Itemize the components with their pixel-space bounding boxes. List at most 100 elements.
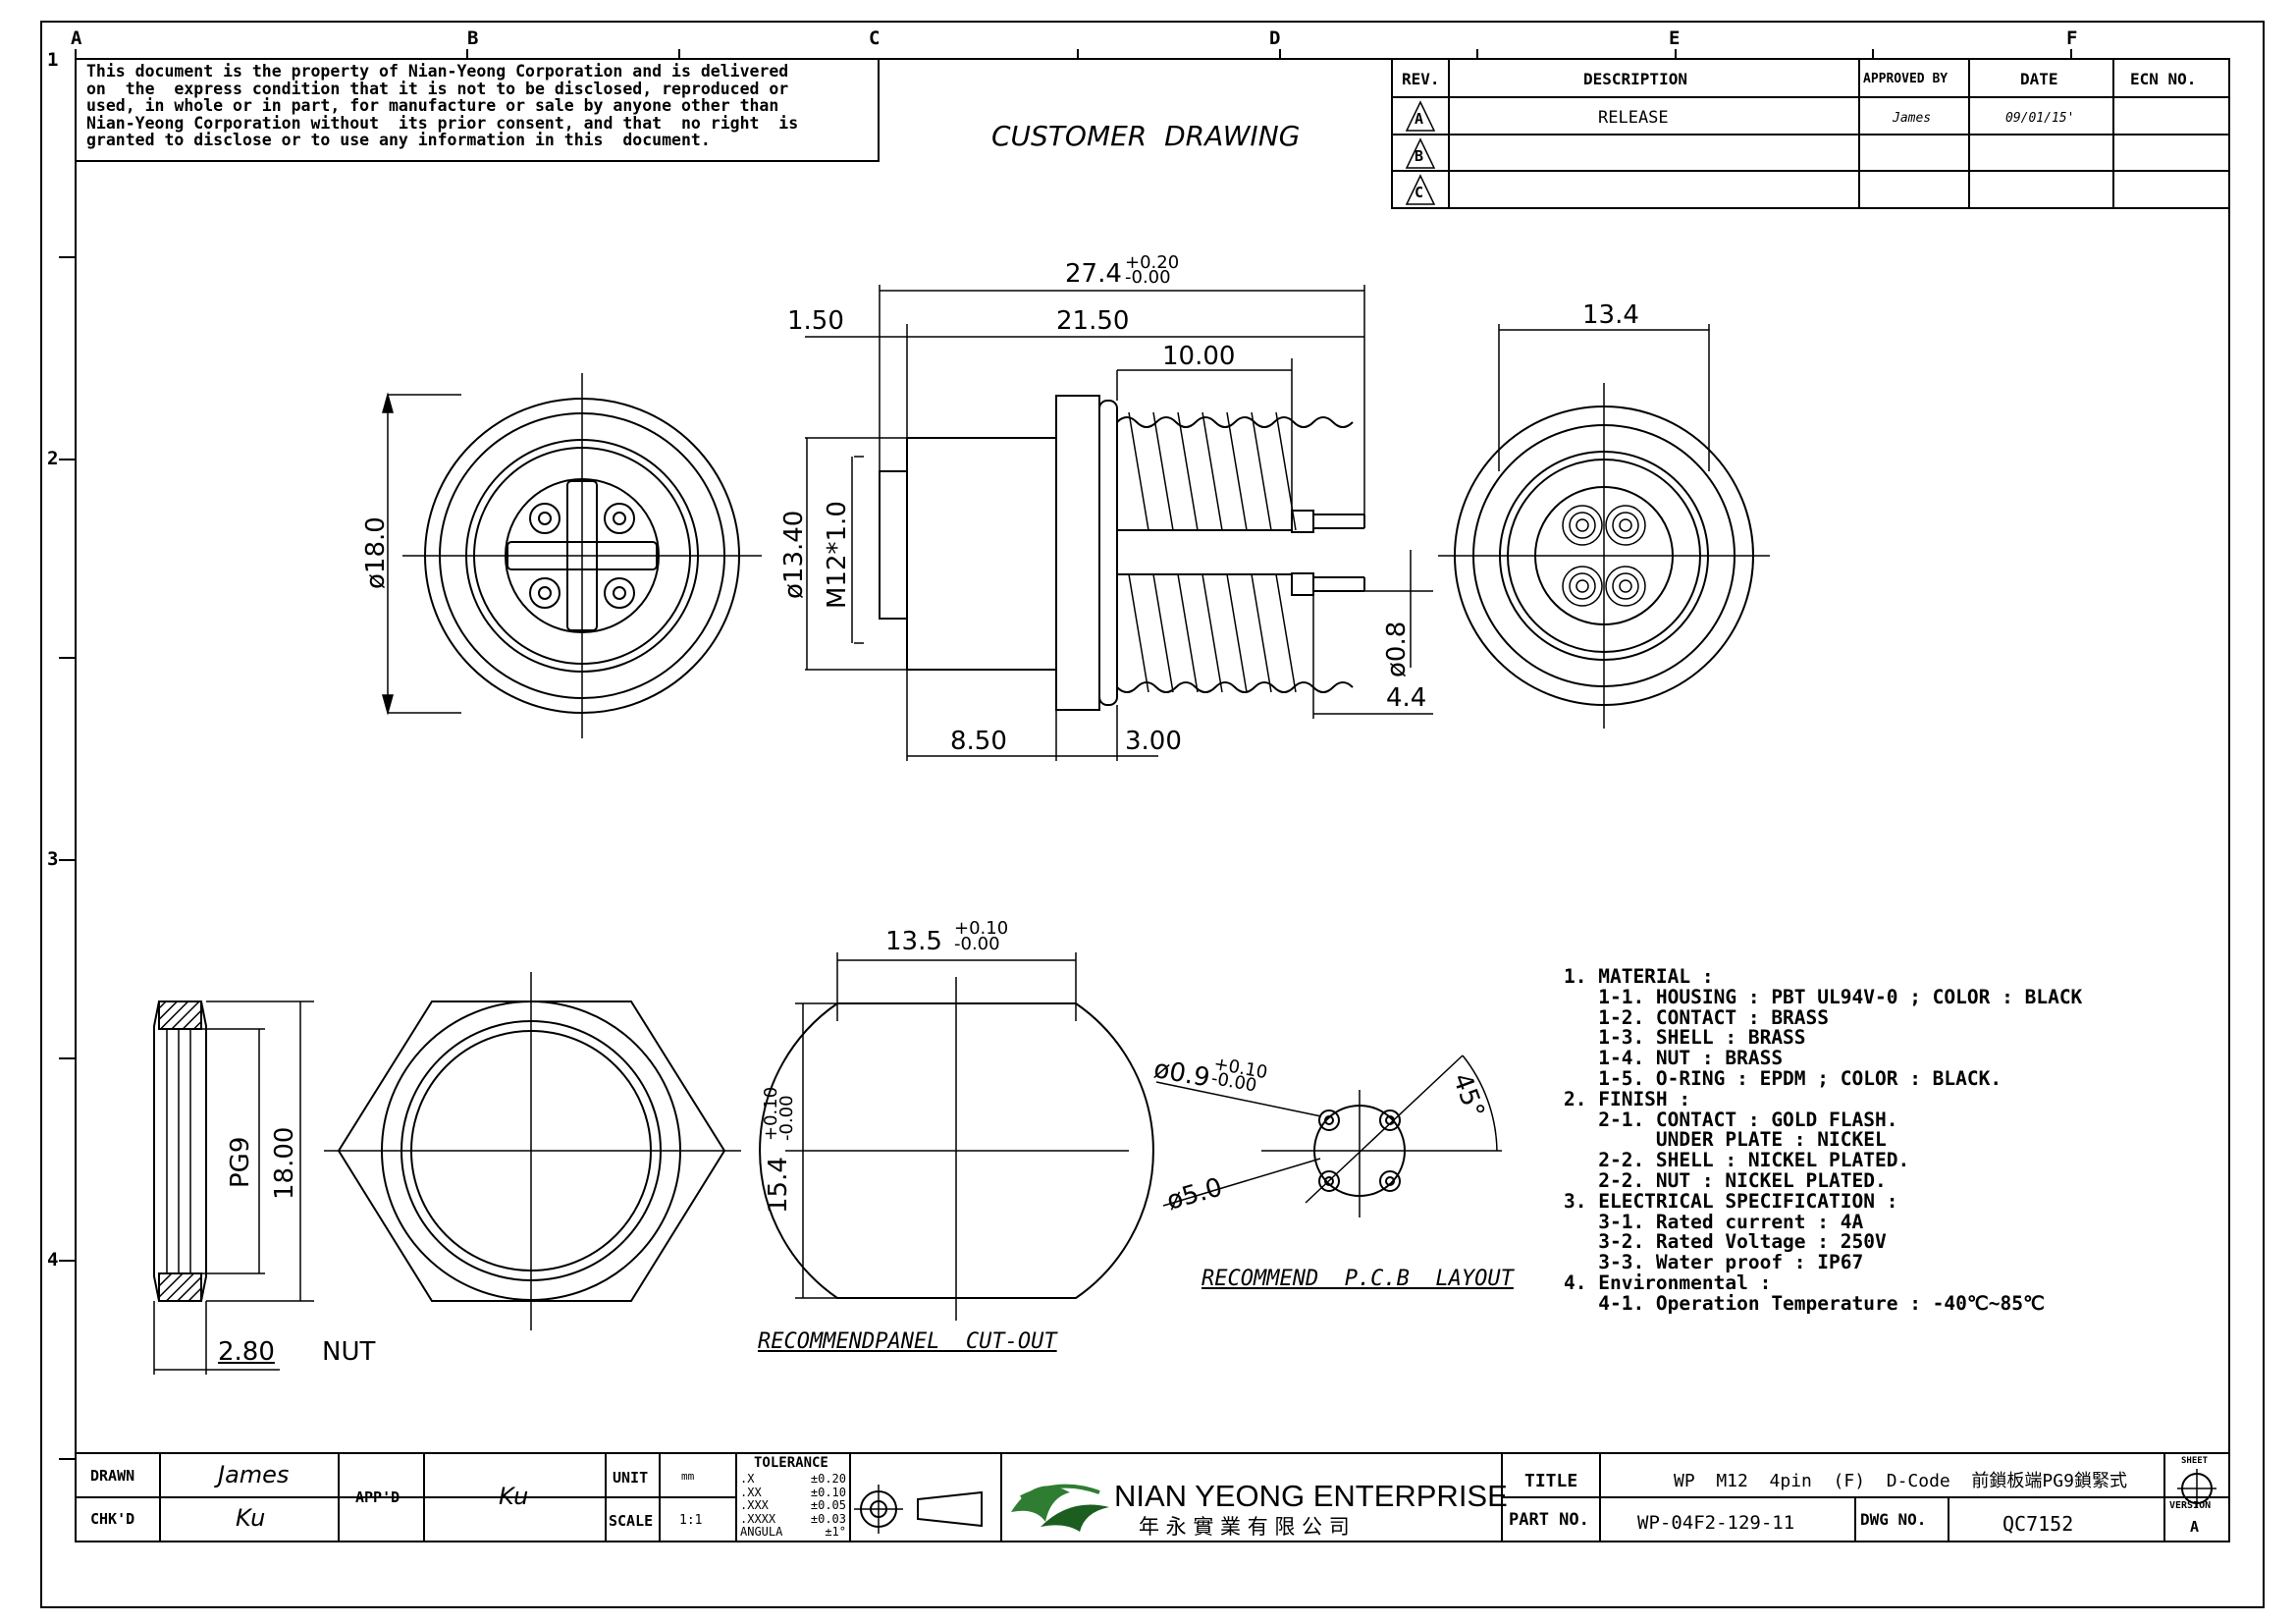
- part-value: WP-04F2-129-11: [1637, 1512, 1795, 1534]
- tolerance-row: .XX ±0.10: [740, 1485, 846, 1500]
- rev-a-date: 09/01/15': [2005, 111, 2075, 126]
- dim-thread-length: 10.00: [1162, 342, 1236, 371]
- dwg-label: DWG NO.: [1860, 1510, 1927, 1529]
- checked-value: Ku: [236, 1504, 266, 1532]
- note-line: 3. ELECTRICAL SPECIFICATION :: [1564, 1189, 1898, 1213]
- dim-overall-length: 27.4: [1065, 261, 1122, 287]
- company-name-en: NIAN YEONG ENTERPRISE: [1114, 1479, 1508, 1513]
- note-line: 1-4. NUT : BRASS: [1564, 1047, 1784, 1070]
- tolerance-label: TOLERANCE: [754, 1455, 828, 1471]
- dim-nut-thread: PG9: [226, 1136, 255, 1188]
- tol-key: .XX: [740, 1485, 762, 1499]
- dwg-value: QC7152: [2002, 1512, 2074, 1536]
- zone-row-3: 3: [47, 848, 59, 870]
- rev-header-ecn: ECN NO.: [2130, 70, 2197, 88]
- drawn-value: James: [218, 1461, 290, 1488]
- note-line: 1-3. SHELL : BRASS: [1564, 1026, 1806, 1050]
- tol-val: ±0.03: [810, 1511, 846, 1526]
- panel-cutout-label: RECOMMENDPANEL CUT-OUT: [758, 1329, 1057, 1354]
- approved-label: APP'D: [355, 1488, 400, 1506]
- rev-a-approved: James: [1893, 111, 1932, 126]
- projection-symbol: [854, 1485, 983, 1534]
- dim-rear-diameter: 13.4: [1582, 300, 1639, 330]
- front-dia-dimension: [382, 392, 461, 716]
- zone-col-c: C: [869, 27, 881, 49]
- side-dimensions: [805, 285, 1433, 761]
- note-line: 4-1. Operation Temperature : -40℃~85℃: [1564, 1291, 2045, 1315]
- title-value: WP M12 4pin (F) D-Code 前鎖板端PG9鎖緊式: [1674, 1471, 2127, 1491]
- dim-front-diameter: ø18.0: [361, 516, 391, 589]
- tol-minus: -0.00: [776, 1095, 797, 1141]
- scale-label: SCALE: [609, 1512, 654, 1530]
- dim-cutout-width-tol: +0.10 -0.00: [954, 918, 1009, 953]
- rear-dimension: [1498, 324, 1710, 471]
- header-title: CUSTOMER DRAWING: [991, 120, 1301, 152]
- dim-nut-thickness: 2.80: [218, 1337, 275, 1367]
- version-label: VERSION: [2169, 1500, 2212, 1511]
- note-line: 1-5. O-RING : EPDM ; COLOR : BLACK.: [1564, 1066, 2002, 1090]
- title-label: TITLE: [1524, 1471, 1578, 1491]
- dim-pin-length: 4.4: [1386, 683, 1427, 713]
- rev-c-letter: C: [1415, 184, 1424, 201]
- rev-header-rev: REV.: [1402, 70, 1440, 88]
- tolerance-row: .XXX±0.05: [740, 1498, 846, 1513]
- tol-minus: -0.00: [1125, 267, 1171, 288]
- note-line: 2-1. CONTACT : GOLD FLASH.: [1564, 1108, 1898, 1131]
- tol-key: ANGULA: [740, 1525, 783, 1539]
- zone-row-2: 2: [47, 448, 59, 469]
- unit-label: UNIT: [613, 1469, 649, 1487]
- note-line: 2. FINISH :: [1564, 1087, 1691, 1110]
- dim-flange: 1.50: [787, 306, 844, 336]
- dim-body-diameter: ø13.40: [779, 510, 809, 599]
- dim-pcb-hole-tol: +0.10 -0.00: [1209, 1054, 1269, 1097]
- zone-col-b: B: [467, 27, 479, 49]
- zone-col-e: E: [1669, 27, 1681, 49]
- notice-line: granted to disclose or to use any inform…: [86, 131, 711, 149]
- company-logo: [1011, 1484, 1109, 1532]
- revision-table-grid: [1391, 58, 2230, 209]
- tol-val: ±0.10: [810, 1485, 846, 1499]
- notice-text: This document is the property of Nian-Ye…: [86, 63, 798, 149]
- rev-b-letter: B: [1415, 147, 1424, 165]
- scale-value: 1:1: [679, 1513, 703, 1528]
- outer-border: [40, 21, 2265, 1608]
- part-label: PART NO.: [1509, 1510, 1589, 1530]
- note-line: UNDER PLATE : NICKEL: [1564, 1128, 1887, 1152]
- tol-key: .XXX: [740, 1498, 769, 1512]
- tol-val: ±0.20: [810, 1472, 846, 1486]
- tol-key: .XXXX: [740, 1511, 776, 1526]
- version-value: A: [2190, 1518, 2200, 1536]
- rev-a-letter: A: [1415, 110, 1424, 128]
- revision-triangles: [1405, 100, 1436, 205]
- dim-rear-length: 8.50: [950, 727, 1007, 756]
- approved-value: Ku: [499, 1483, 529, 1510]
- note-line: 4. Environmental :: [1564, 1271, 1772, 1294]
- rev-header-approved: APPROVED BY: [1863, 72, 1949, 86]
- rev-a-description: RELEASE: [1598, 108, 1669, 128]
- notice-line: used, in whole or in part, for manufactu…: [86, 96, 779, 115]
- dim-overall-tol: +0.20 -0.00: [1125, 254, 1179, 288]
- checked-label: CHK'D: [90, 1510, 135, 1528]
- note-line: 2-2. SHELL : NICKEL PLATED.: [1564, 1149, 1910, 1172]
- pcb-layout-view: [1155, 1055, 1502, 1217]
- dim-thread-spec: M12*1.0: [823, 501, 852, 609]
- notice-line: This document is the property of Nian-Ye…: [86, 62, 789, 81]
- pcb-layout-label: RECOMMEND P.C.B LAYOUT: [1201, 1267, 1514, 1291]
- tol-plus: +0.10: [954, 918, 1009, 939]
- nut-label: NUT: [322, 1337, 376, 1367]
- side-view: [879, 395, 1365, 711]
- notice-line: Nian-Yeong Corporation without its prior…: [86, 113, 799, 133]
- rev-header-description: DESCRIPTION: [1583, 70, 1687, 88]
- dim-cutout-height-tol: +0.10 -0.00: [761, 1087, 797, 1141]
- dim-body-length: 21.50: [1056, 306, 1130, 336]
- rear-view: [1438, 383, 1770, 729]
- nut-front-view: [324, 972, 741, 1330]
- nut-side-dimensions: [153, 1001, 314, 1375]
- dim-pin-diameter: ø0.8: [1382, 621, 1412, 677]
- zone-col-d: D: [1269, 27, 1281, 49]
- notice-line: on the express condition that it is not …: [86, 79, 789, 98]
- tolerance-row: .XXXX ±0.03: [740, 1511, 846, 1527]
- note-line: 1-1. HOUSING : PBT UL94V-0 ; COLOR : BLA…: [1564, 985, 2083, 1008]
- tol-val: ±1°: [825, 1525, 846, 1539]
